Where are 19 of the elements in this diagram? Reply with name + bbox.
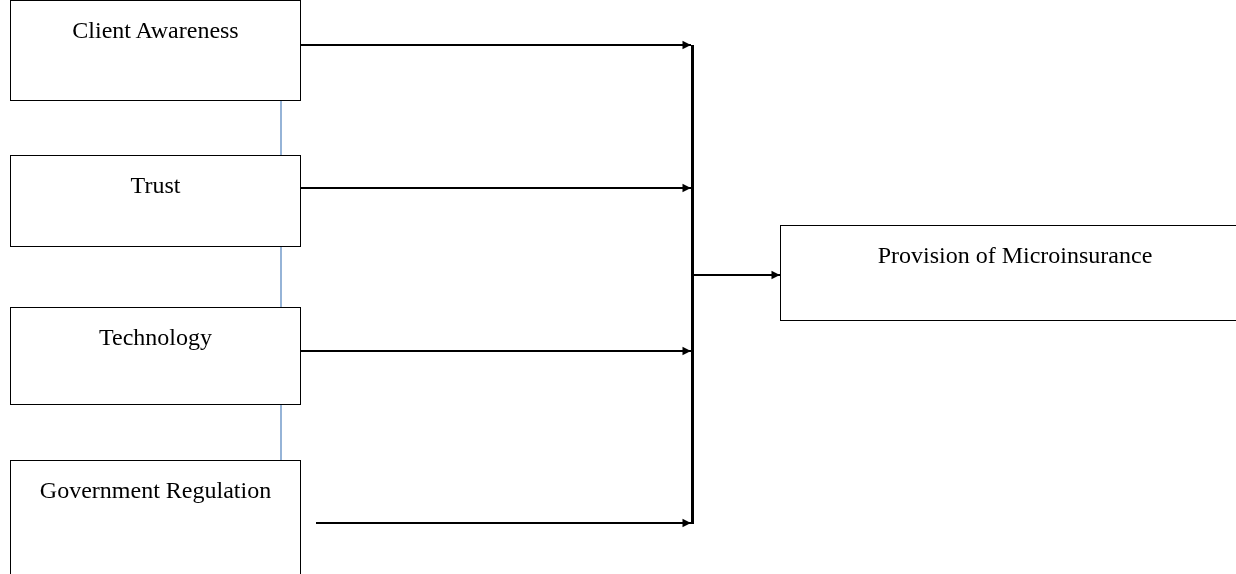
- box-label: Government Regulation: [38, 476, 273, 505]
- box-label: Client Awareness: [71, 16, 240, 45]
- connector-line: [280, 100, 282, 156]
- factor-box: [10, 307, 301, 405]
- arrow: [315, 518, 692, 528]
- connector-line: [280, 404, 282, 461]
- box-label: Provision of Microinsurance: [876, 241, 1154, 270]
- junction-bar: [691, 45, 694, 524]
- factor-box: [10, 155, 301, 247]
- factor-box: [10, 460, 301, 574]
- box-label: Technology: [98, 323, 213, 352]
- connector-line: [280, 246, 282, 308]
- arrow: [300, 183, 692, 193]
- arrow: [300, 40, 692, 50]
- outcome-box: [780, 225, 1236, 321]
- factor-box: [10, 0, 301, 101]
- box-label: Trust: [129, 171, 182, 200]
- arrow: [300, 346, 692, 356]
- arrow: [693, 270, 781, 280]
